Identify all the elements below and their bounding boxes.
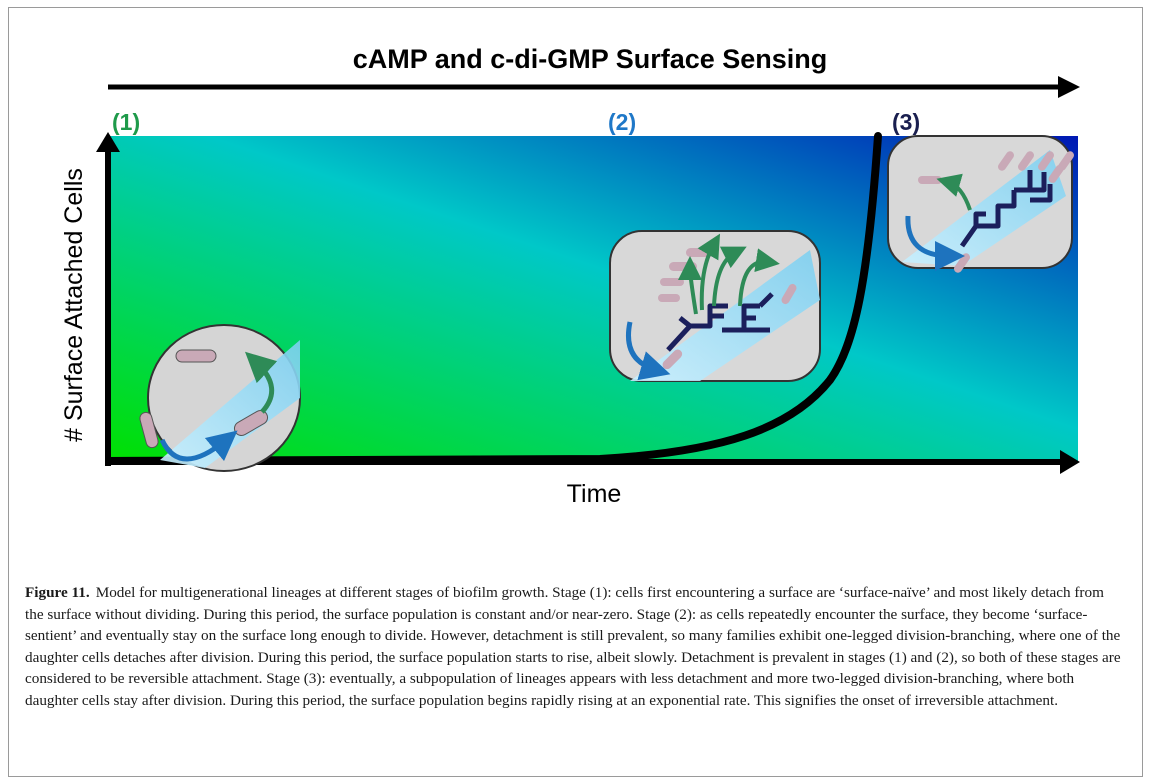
figure-caption: Figure 11.Model for multigenerational li… [25,582,1125,712]
y-axis-label: # Surface Attached Cells [60,168,88,442]
stage-1-inset [139,324,301,472]
x-axis-arrowhead [1060,450,1080,474]
caption-label: Figure 11. [25,584,90,601]
biofilm-growth-diagram: cAMP and c-di-GMP Surface Sensing (1) (2… [60,44,1080,508]
stage-2-label: (2) [608,109,636,135]
caption-text: Model for multigenerational lineages at … [25,584,1121,709]
stage-1-label: (1) [112,109,140,135]
stage-3-inset [887,135,1075,273]
top-title: cAMP and c-di-GMP Surface Sensing [353,44,828,74]
growth-curve [106,132,882,465]
x-axis-label: Time [567,480,622,508]
top-arrowhead [1058,76,1080,98]
stage-2-inset [609,230,821,382]
y-axis-arrowhead [96,132,120,152]
stage-3-label: (3) [892,109,920,135]
